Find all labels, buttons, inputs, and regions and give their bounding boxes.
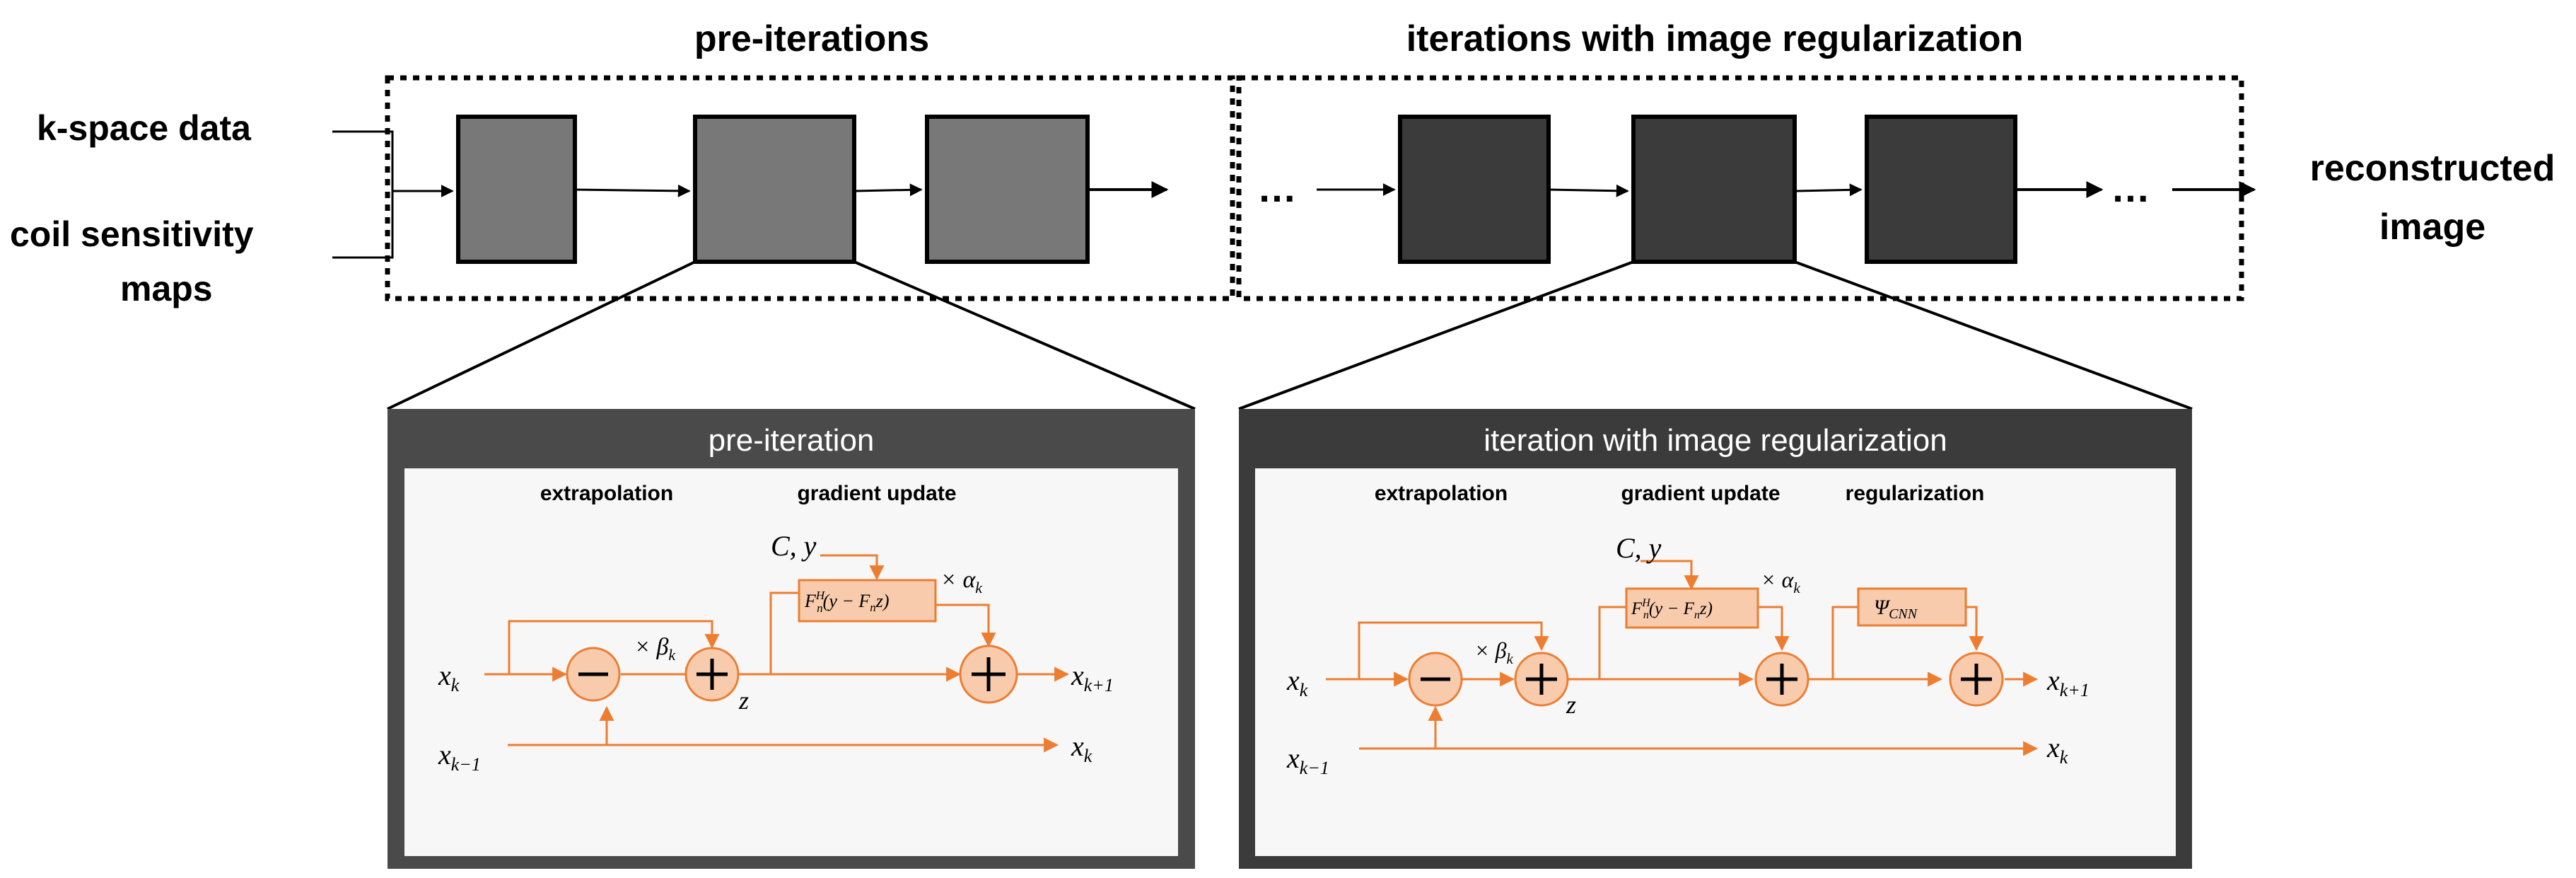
pre-iteration-block-2 [693, 115, 856, 264]
reg-iteration-panel: iteration with image regularization extr… [1239, 409, 2192, 869]
output-label-line2: image [2379, 207, 2485, 248]
zoom-line-reg-left [1238, 260, 1634, 410]
pre-xk-in: xk [438, 659, 460, 695]
kspace-label: k-space data [37, 108, 252, 148]
reg-arrow-1 [1548, 184, 1629, 197]
pre-iteration-block-3 [925, 115, 1090, 264]
pre-beta-label: × βk [634, 634, 676, 664]
plus-icon [1961, 664, 1992, 695]
pre-panel-title: pre-iteration [709, 423, 875, 458]
ellipsis-left: … [1257, 166, 1297, 210]
pre-iterations-title: pre-iterations [694, 18, 929, 59]
plus-icon [1766, 664, 1797, 695]
reg-cnn-regularizer-box [1857, 587, 1967, 627]
reg-panel-inner [1255, 468, 2176, 856]
pre-xkplus1-out: xk+1 [1071, 659, 1114, 695]
regularization-iterations-title: iterations with image regularization [1406, 18, 2024, 59]
pre-panel-inner [404, 468, 1178, 856]
pre-arrow-1 [574, 184, 691, 197]
reg-regularization-label: regularization [1846, 482, 1985, 505]
reg-cnn-label: ΨCNN [1874, 596, 1918, 622]
reg-alpha-label: × αk [1761, 567, 1800, 596]
coil-label-line2: maps [120, 269, 213, 308]
zoom-line-reg-right [1794, 260, 2193, 410]
reg-iteration-block-2 [1631, 115, 1797, 264]
pre-arrow-2 [853, 183, 923, 197]
pre-z-label: z [738, 686, 749, 715]
zoom-line-pre-left [387, 260, 696, 410]
reg-xk-out: xk [2046, 732, 2068, 768]
reg-z-label: z [1566, 691, 1576, 719]
zoom-line-pre-right [853, 260, 1196, 410]
coil-label-line1: coil sensitivity [10, 214, 254, 254]
pre-iteration-panel: pre-iteration extrapolation gradient upd… [387, 409, 1195, 869]
reg-cy-label: C, y [1616, 532, 1662, 564]
reg-extrapolation-label: extrapolation [1375, 482, 1508, 505]
pre-gradient-operator-box [798, 579, 937, 623]
reg-arrow-2 [1794, 183, 1863, 197]
pre-cy-label: C, y [771, 530, 817, 562]
pre-gradient-update-label: gradient update [797, 482, 956, 505]
ellipsis-right: … [2111, 166, 2150, 210]
plus-icon [972, 657, 1006, 691]
pre-iteration-block-1 [456, 115, 577, 264]
output-label-line1: reconstructed [2310, 148, 2555, 189]
plus-icon [1526, 664, 1557, 695]
plus-icon [697, 659, 728, 690]
pre-iterations-frame [385, 75, 1235, 301]
pre-xkminus1-in: xk−1 [438, 739, 481, 775]
reg-gradient-operator-box [1625, 587, 1759, 629]
reg-gradient-update-label: gradient update [1621, 482, 1780, 505]
reg-iteration-block-3 [1865, 115, 2017, 264]
reg-xk-in: xk [1286, 664, 1308, 700]
reg-beta-label: × βk [1474, 637, 1514, 667]
pre-xk-out: xk [1071, 730, 1092, 766]
reg-panel-title: iteration with image regularization [1484, 423, 1947, 458]
reg-iteration-block-1 [1398, 115, 1551, 264]
reg-xkplus1-out: xk+1 [2046, 664, 2090, 700]
input-bracket [332, 130, 394, 259]
reg-xkminus1-in: xk−1 [1286, 742, 1329, 778]
pre-alpha-label: × αk [940, 567, 983, 596]
pre-extrapolation-label: extrapolation [540, 482, 673, 505]
